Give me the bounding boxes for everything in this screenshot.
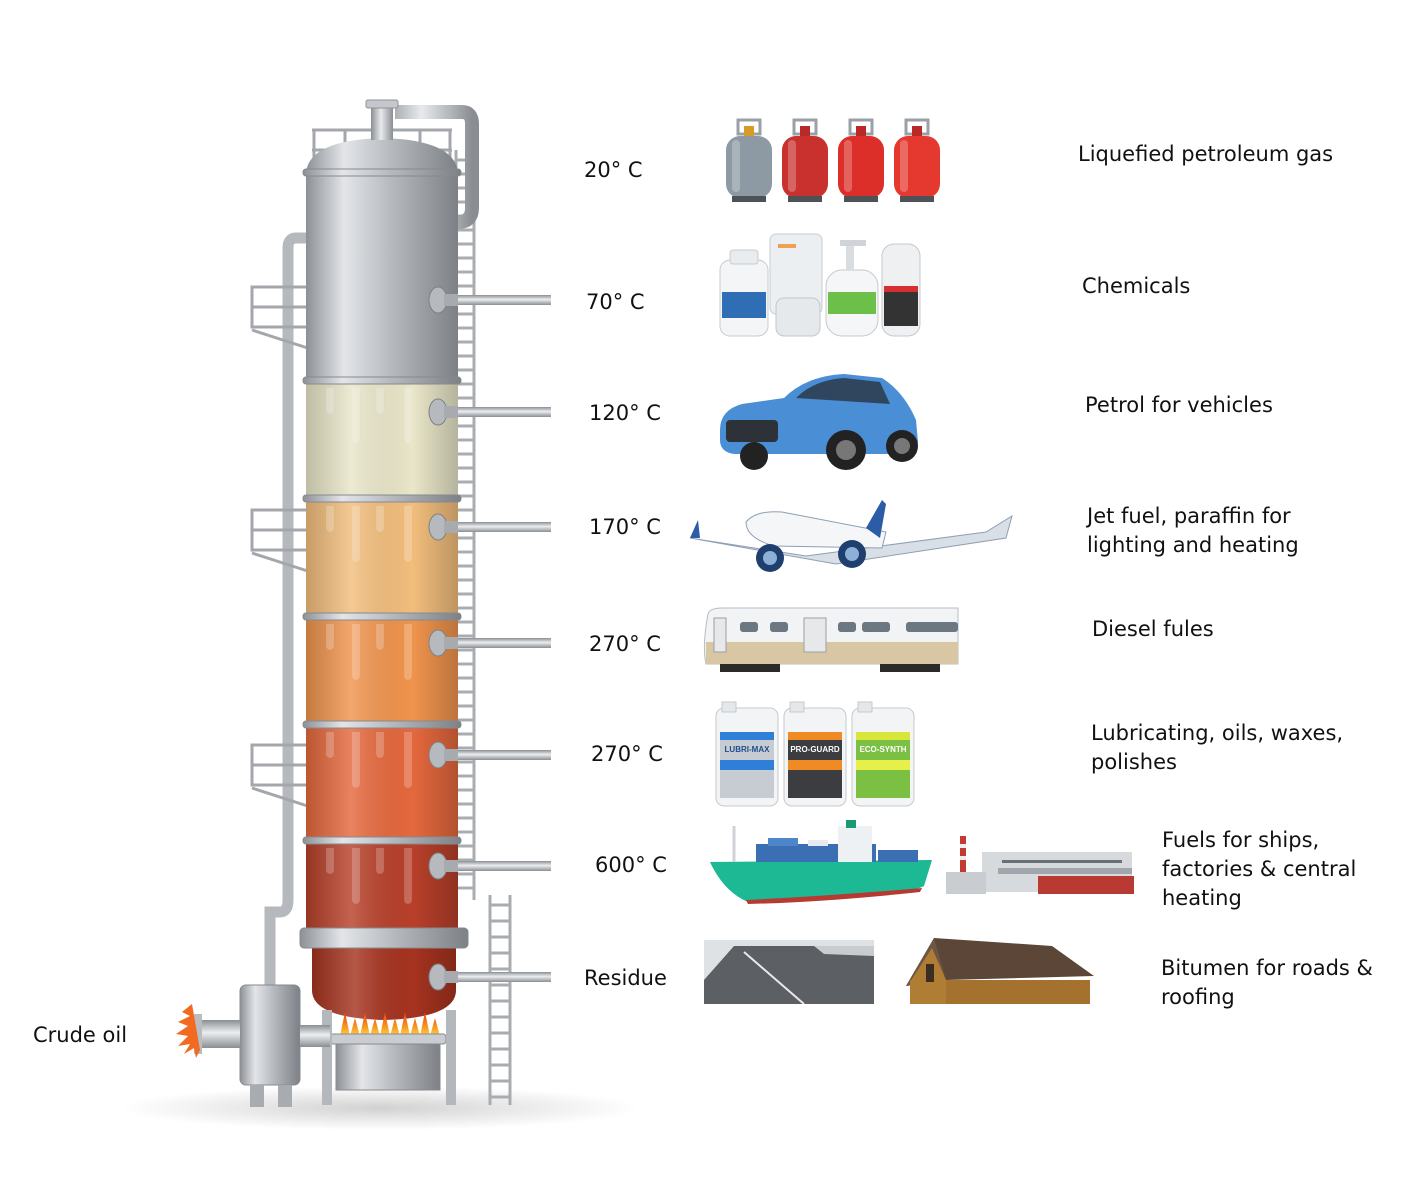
drip <box>352 388 360 444</box>
train-image <box>703 607 959 672</box>
temperature-label: 170° C <box>589 515 661 539</box>
draw-off-pipe <box>428 741 551 769</box>
temperature-label: 120° C <box>589 401 661 425</box>
product-label: Jet fuel, paraffin for lighting and heat… <box>1087 504 1299 557</box>
column-dome <box>306 138 458 172</box>
drip <box>376 624 384 650</box>
column-bottom-vessel <box>312 948 456 1020</box>
column-layer-270c-lower <box>302 720 462 840</box>
gas-cylinder <box>894 118 940 202</box>
reflux-pipe <box>264 232 310 1000</box>
product-label: Bitumen for roads & roofing <box>1161 956 1373 1009</box>
drip <box>376 388 384 414</box>
product-label: Chemicals <box>1082 274 1191 298</box>
temperature-label: 70° C <box>586 290 645 314</box>
lubricant-cans-image: LUBRI-MAX PRO-GUARD ECO-SYNTH <box>715 701 915 807</box>
crude-oil-label: Crude oil <box>33 1023 128 1047</box>
roof-house-image <box>906 938 1094 1004</box>
drip <box>376 848 384 874</box>
draw-off-pipe <box>428 629 551 657</box>
column-layer-170c <box>302 494 462 616</box>
burner-flame <box>340 1012 440 1036</box>
furnace <box>322 1010 456 1105</box>
temperature-label: 20° C <box>584 158 643 182</box>
drip <box>326 732 334 758</box>
section-flange <box>302 376 462 385</box>
road-image <box>704 940 874 1004</box>
product-label: Lubricating, oils, waxes, polishes <box>1091 721 1344 774</box>
ship-image <box>710 820 932 904</box>
feed-pump <box>194 984 330 1107</box>
section-flange <box>302 720 462 729</box>
section-flange <box>302 168 462 177</box>
drip <box>404 388 412 444</box>
draw-off-pipe <box>428 963 551 991</box>
top-nozzle <box>371 108 393 140</box>
drip <box>352 506 360 562</box>
drip <box>404 506 412 562</box>
draw-off-pipe <box>428 286 551 314</box>
product-label: Liquefied petroleum gas <box>1078 142 1334 166</box>
gas-cylinders-image <box>726 118 940 202</box>
draw-off-pipe <box>428 513 551 541</box>
drip <box>352 732 360 788</box>
drip <box>376 506 384 532</box>
bottom-flange <box>299 927 469 949</box>
drip <box>352 848 360 904</box>
drip <box>404 624 412 680</box>
car-image <box>720 374 918 470</box>
column-layer-120c <box>302 376 462 498</box>
section-flange <box>302 494 462 503</box>
lubricant-brand-2: PRO-GUARD <box>790 745 840 754</box>
airplane-image <box>689 500 1013 572</box>
lower-ladder <box>488 895 512 1105</box>
drip <box>326 848 334 874</box>
chemical-bottles-image <box>719 233 921 337</box>
product-label: Petrol for vehicles <box>1085 393 1273 417</box>
drip <box>326 506 334 532</box>
crude-inlet-flame-icon <box>176 1004 200 1058</box>
product-label: Diesel fules <box>1092 617 1214 641</box>
temperature-label: Residue <box>584 966 667 990</box>
temperature-label: 270° C <box>591 742 663 766</box>
draw-off-pipe <box>428 398 551 426</box>
drip <box>404 732 412 788</box>
section-flange <box>302 612 462 621</box>
temperature-label: 270° C <box>589 632 661 656</box>
column-top-section <box>302 168 462 380</box>
draw-off-pipe <box>428 852 551 880</box>
drip <box>376 732 384 758</box>
ground-shadow <box>120 1086 640 1130</box>
drip <box>352 624 360 680</box>
gas-cylinder <box>838 118 884 202</box>
lubricant-brand-3: ECO-SYNTH <box>859 745 906 754</box>
gas-cylinder <box>726 118 772 202</box>
gas-cylinder <box>782 118 828 202</box>
drip <box>404 848 412 904</box>
drip <box>326 388 334 414</box>
factory-image <box>946 836 1134 894</box>
temperature-label: 600° C <box>595 853 667 877</box>
column-layer-600c <box>302 836 462 928</box>
product-label: Fuels for ships, factories & central hea… <box>1162 828 1357 910</box>
drip <box>326 624 334 650</box>
lubricant-brand-1: LUBRI-MAX <box>725 745 771 754</box>
section-flange <box>302 836 462 845</box>
